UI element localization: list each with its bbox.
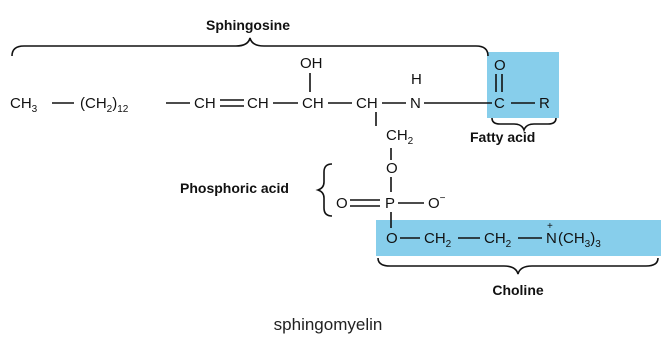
choline-ch2-b: CH2 [484,230,512,250]
choline-plus-charge: + [547,221,553,232]
choline-oxygen: O [386,230,398,247]
fatty-acid-highlight [487,52,559,118]
ch-amide-carbon: CH [356,95,378,112]
sphingosine-brace [11,37,489,57]
sphingosine-label: Sphingosine [206,17,290,33]
choline-brace [377,257,659,275]
ch-hydroxyl-carbon: CH [302,95,324,112]
fatty-acid-label: Fatty acid [470,129,535,145]
choline-label: Choline [492,282,544,298]
phosphate-double-oxygen: O [336,195,348,212]
carbonyl-oxygen: O [494,57,506,74]
ch-alkene-1: CH [194,95,216,112]
trimethyl-group: (CH3)3 [558,230,601,250]
ch3-group: CH3 [10,95,38,115]
ch2-linker: CH2 [386,127,414,147]
phosphorus: P [385,195,395,212]
amide-hydrogen: H [411,71,422,88]
hydroxyl-group: OH [300,55,323,72]
linker-oxygen: O [386,160,398,177]
phosphate-o-minus: O− [428,193,446,212]
phosphoric-acid-label: Phosphoric acid [180,180,289,196]
ch2-repeat-chain: (CH2)12 [80,95,129,115]
r-group: R [539,95,550,112]
choline-nitrogen: N [546,230,557,247]
fatty-acid-brace [491,117,557,133]
phosphoric-acid-brace [315,163,333,217]
carbonyl-carbon: C [494,95,505,112]
choline-ch2-a: CH2 [424,230,452,250]
ch-alkene-2: CH [247,95,269,112]
amide-nitrogen: N [410,95,421,112]
caption-sphingomyelin: sphingomyelin [274,315,383,334]
